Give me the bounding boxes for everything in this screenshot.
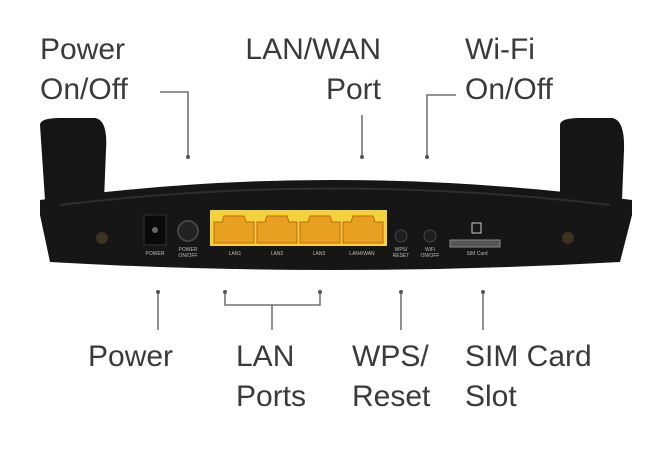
lan-port-2 xyxy=(256,215,298,244)
line: Port xyxy=(325,73,381,106)
line: Ports xyxy=(236,380,307,413)
line: Power xyxy=(40,33,126,66)
line: Slot xyxy=(465,380,517,413)
lan-port-3 xyxy=(299,215,341,244)
callout-lines xyxy=(157,91,484,330)
line: LAN xyxy=(236,340,295,373)
line: LAN/WAN xyxy=(245,33,381,66)
line: SIM Card xyxy=(465,340,592,373)
panel-label-sim: SIM Card xyxy=(466,251,488,257)
sim-slot xyxy=(449,239,501,248)
callout-wps-reset: WPS/Reset xyxy=(352,337,430,417)
callout-lan-ports: LAN Ports xyxy=(236,337,306,417)
line: WPS/ xyxy=(394,247,408,253)
callout-power: Power xyxy=(88,340,174,373)
panel-label-lan3: LAN3 xyxy=(312,251,326,257)
wps-button xyxy=(394,229,408,243)
lan-port-4 xyxy=(342,215,384,244)
wifi-button xyxy=(423,229,437,243)
panel-label-lan4: LAN4/WAN xyxy=(349,251,375,257)
power-switch xyxy=(177,220,199,242)
line: WiFi xyxy=(425,247,435,253)
callout-lan-wan: LAN/WAN Port xyxy=(245,30,381,110)
line: POWER xyxy=(178,247,198,253)
line: RESET xyxy=(392,253,410,259)
line: ON/OFF xyxy=(420,253,440,259)
line: Reset xyxy=(352,380,431,413)
line: WPS/ xyxy=(352,340,429,373)
line: On/Off xyxy=(465,73,553,106)
panel-label-lan1: LAN1 xyxy=(228,251,242,257)
panel-label-power: POWER xyxy=(145,251,165,257)
panel-label-lan2: LAN2 xyxy=(270,251,284,257)
line: On/Off xyxy=(40,73,128,106)
panel-label-wps: WPS/RESET xyxy=(386,247,416,259)
line: ON/OFF xyxy=(178,253,198,259)
lan-port-1 xyxy=(213,215,255,244)
line: Wi-Fi xyxy=(465,33,535,66)
